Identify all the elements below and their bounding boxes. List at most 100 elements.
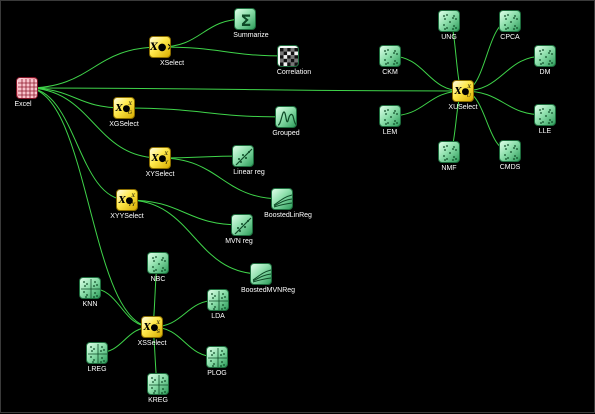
spreadsheet-icon-graphic — [18, 79, 37, 98]
grid-dots-icon-graphic — [81, 279, 100, 298]
edge-excel-to-xsselect — [26, 87, 153, 328]
dots-icon-graphic — [384, 109, 398, 125]
sigma-icon-graphic: Σ — [241, 11, 252, 30]
grid-dots-icon-graphic — [208, 348, 227, 367]
dots-icon-graphic — [152, 256, 166, 272]
node-label: XYYSelect — [110, 213, 144, 220]
node-label: UNG — [441, 34, 457, 41]
edge-xyselect-to-boostedlinreg — [159, 157, 283, 200]
selector-subscript: U — [466, 93, 471, 99]
node-label: KREG — [148, 397, 168, 404]
selector-glyph: X● — [454, 87, 470, 97]
grid-dots-icon[interactable] — [86, 342, 108, 364]
dots-icon[interactable] — [534, 45, 556, 67]
node-label: XYSelect — [145, 171, 175, 178]
selector-subscript: G — [128, 110, 132, 116]
edge-excel-to-xyyselect — [26, 87, 128, 201]
edge-xuselect-to-lle — [462, 90, 546, 116]
dots-icon[interactable] — [534, 104, 556, 126]
node-label: CKM — [382, 69, 398, 76]
dots-icon[interactable] — [438, 141, 460, 163]
selector-subscript: Y — [164, 160, 168, 166]
selector-icon[interactable]: X●× — [149, 36, 171, 58]
selector-glyph: X● — [151, 154, 167, 164]
node-label: CMDS — [499, 164, 521, 171]
node-label: NMF — [441, 165, 457, 172]
grid-dots-icon-graphic — [149, 375, 168, 394]
node-label: PLOG — [207, 370, 227, 377]
node-label: CPCA — [500, 34, 520, 41]
node-label: XSSelect — [137, 340, 167, 347]
checkerboard-icon-graphic — [280, 48, 298, 66]
curves-icon[interactable] — [271, 188, 293, 210]
node-label: LREG — [87, 366, 107, 373]
curves-icon-graphic — [273, 194, 292, 208]
dots-icon[interactable] — [438, 10, 460, 32]
spreadsheet-icon[interactable] — [16, 77, 38, 99]
node-label: Excel — [14, 101, 32, 108]
grid-dots-icon-graphic — [88, 344, 107, 363]
dots-icon-graphic — [384, 49, 398, 65]
selector-superscript: X — [164, 151, 168, 157]
dots-icon-graphic — [539, 49, 553, 65]
node-label: Linear reg — [233, 169, 265, 176]
edge-excel-to-xselect — [26, 46, 161, 89]
dots-icon-graphic — [443, 14, 457, 30]
node-label: DM — [539, 69, 551, 76]
scatter-line-icon[interactable] — [231, 214, 253, 236]
peaks-icon-graphic — [277, 111, 296, 126]
selector-superscript: X — [467, 84, 471, 90]
peaks-icon[interactable] — [275, 106, 297, 128]
scatter-line-icon[interactable] — [232, 145, 254, 167]
scatter-line-icon-graphic — [234, 217, 252, 235]
selector-superscript: X — [128, 101, 132, 107]
edge-xyyselect-to-mvn_reg — [126, 199, 243, 226]
svg-text:Σ: Σ — [241, 11, 252, 30]
curves-icon[interactable] — [250, 263, 272, 285]
selector-superscript: X — [131, 193, 135, 199]
selector-glyph: X●× — [150, 42, 170, 53]
edge-excel-to-xuselect — [26, 87, 464, 92]
edge-xuselect-to-dm — [462, 55, 546, 92]
dots-icon[interactable] — [499, 140, 521, 162]
node-label: LDA — [211, 313, 225, 320]
node-label: XUSelect — [448, 104, 478, 111]
scatter-line-icon-graphic — [235, 148, 253, 166]
node-label: MVN reg — [225, 238, 253, 245]
selector-glyph: X● — [143, 323, 159, 333]
dots-icon[interactable] — [147, 252, 169, 274]
dots-icon[interactable] — [379, 45, 401, 67]
selector-glyph: X● — [115, 104, 131, 114]
edge-excel-to-xyselect — [26, 87, 161, 159]
node-label: Correlation — [276, 69, 312, 76]
node-label: Grouped — [272, 130, 300, 137]
dots-icon-graphic — [504, 144, 518, 160]
grid-dots-icon[interactable] — [206, 346, 228, 368]
dots-icon[interactable] — [379, 105, 401, 127]
node-label: Summarize — [233, 32, 269, 39]
grid-dots-icon[interactable] — [79, 277, 101, 299]
node-label: BoostedMVNReg — [240, 287, 296, 294]
grid-dots-icon-graphic — [209, 291, 228, 310]
sigma-icon[interactable]: Σ — [234, 8, 256, 30]
dots-icon[interactable] — [499, 10, 521, 32]
node-label: XSelect — [159, 60, 185, 67]
edge-xyselect-to-linear_reg — [159, 155, 244, 159]
node-label: LLE — [538, 128, 552, 135]
selector-subscript: S — [156, 329, 160, 335]
checkerboard-icon[interactable] — [277, 45, 299, 67]
grid-dots-icon[interactable] — [147, 373, 169, 395]
selector-superscript: X — [156, 320, 160, 326]
edge-xgselect-to-grouped — [123, 107, 287, 118]
edge-xselect-to-summarize — [159, 18, 246, 48]
dots-icon-graphic — [443, 145, 457, 161]
dots-icon-graphic — [504, 14, 518, 30]
grid-dots-icon[interactable] — [207, 289, 229, 311]
selector-subscript: YY — [128, 202, 135, 208]
